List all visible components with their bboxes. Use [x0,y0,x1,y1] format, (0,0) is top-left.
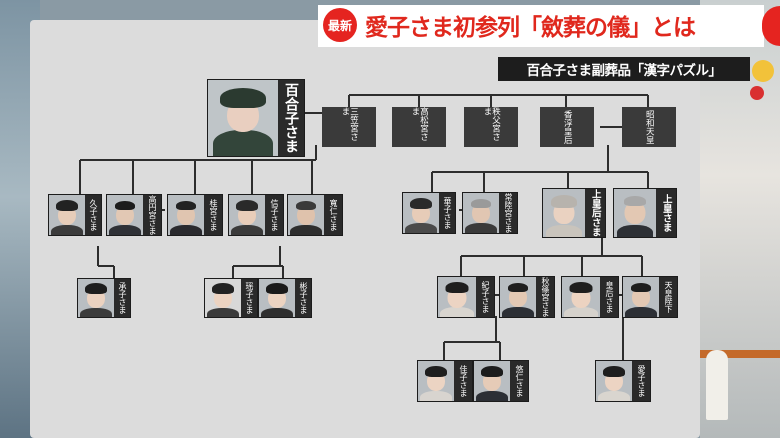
headline-title: 愛子さま初参列「斂葬の儀」とは [365,15,696,41]
portrait-photo [107,195,143,235]
card-emperor-emeritus: 上皇さま [613,188,677,238]
card-akishino: 秋篠宮さま [499,276,555,318]
shelf-decoration [700,350,780,358]
person-name: 上皇さま [660,194,672,232]
person-name: 常陸宮さま [504,193,513,233]
portrait-photo [205,279,241,317]
person-name: 天皇陛下 [664,281,673,313]
card-nobuko: 信子さま [228,194,284,236]
portrait-photo [614,189,656,237]
card-yoko: 瑶子さま [204,278,258,318]
card-tsuguko: 承子さま [77,278,131,318]
person-name: 高円宮さま [148,195,157,235]
portrait-photo [463,193,499,233]
person-name: 桂宮さま [209,199,218,231]
portrait-photo [418,361,454,401]
plate-chichibu: 秩父宮さま [464,107,518,147]
portrait-photo [49,195,85,235]
card-aiko: 愛子さま [595,360,651,402]
ornament-decoration [752,60,774,82]
person-name: 久子さま [89,199,98,231]
person-name: 承子さま [118,282,127,314]
portrait-photo [208,80,278,156]
person-name: 彬子さま [299,282,308,314]
headline-accent [762,6,780,46]
portrait-photo [474,361,510,401]
person-name: 愛子さま [637,365,646,397]
person-name: 皇后さま [605,281,614,313]
plate-kojun: 香淳皇后 [540,107,594,147]
card-emperor: 天皇陛下 [622,276,678,318]
person-name: 瑶子さま [245,282,254,314]
subheadline: 百合子さま副葬品「漢字パズル」 [498,57,750,81]
main-name: 百合子さま [283,83,299,153]
person-name: 華子さま [443,197,452,229]
person-name: 秋篠宮さま [541,277,550,317]
portrait-photo [403,193,439,233]
portrait-photo [288,195,324,235]
portrait-photo [562,277,600,317]
person-name: 悠仁さま [515,365,524,397]
new-badge: 最新 [323,8,357,42]
card-katsura: 桂宮さま [167,194,223,236]
headline-banner [318,5,764,47]
plate-showa: 昭和天皇 [622,107,676,147]
card-akiko: 彬子さま [258,278,312,318]
portrait-photo [168,195,204,235]
card-hisako: 久子さま [48,194,102,236]
card-empress: 皇后さま [561,276,619,318]
card-yuriko: 百合子さま [207,79,305,157]
person-name: 信子さま [270,199,279,231]
portrait-photo [596,361,632,401]
card-empress-emerita: 上皇后さま [542,188,606,238]
portrait-photo [623,277,659,317]
card-takamado: 高円宮さま [106,194,162,236]
card-hitachi: 常陸宮さま [462,192,518,234]
card-hanako: 華子さま [402,192,456,234]
person-name: 紀子さま [481,281,490,313]
card-tomohito: 寬仁さま [287,194,343,236]
portrait-photo [229,195,265,235]
person-name: 寬仁さま [329,199,338,231]
plate-mikasa: 三笠宮さま [322,107,376,147]
card-kako: 佳子さま [417,360,473,402]
portrait-photo [543,189,585,237]
person-name: 佳子さま [459,365,468,397]
person-name: 上皇后さま [589,189,601,237]
card-hisahito: 悠仁さま [473,360,529,402]
portrait-photo [259,279,295,317]
portrait-photo [438,277,476,317]
card-kiko: 紀子さま [437,276,495,318]
figure-decoration [706,350,728,420]
portrait-photo [78,279,114,317]
portrait-photo [500,277,536,317]
plate-takamatsu: 高松宮さま [392,107,446,147]
